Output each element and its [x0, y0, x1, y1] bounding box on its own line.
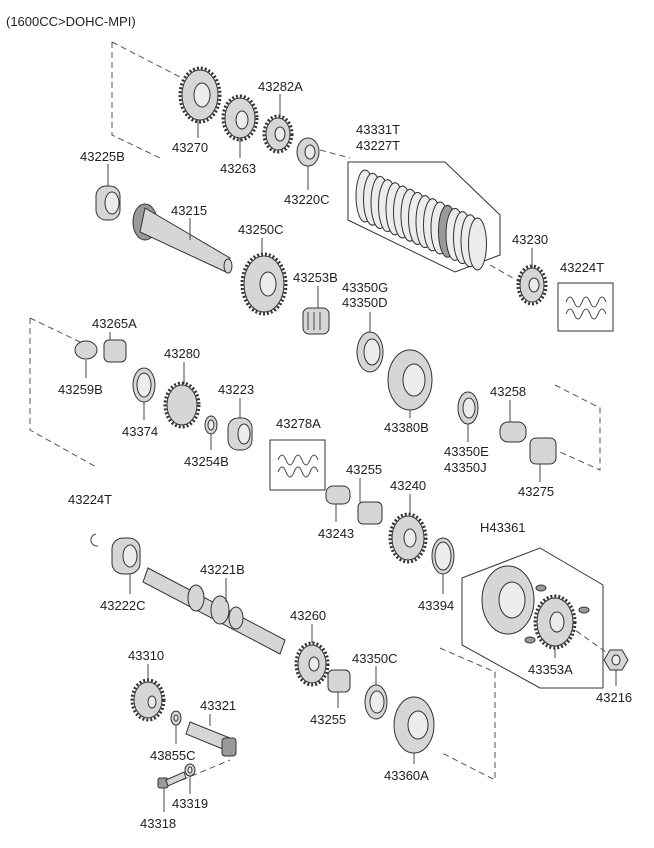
- gear-43250C-icon: [240, 252, 288, 316]
- label-43318: 43318: [140, 816, 176, 831]
- label-43353A: 43353A: [528, 662, 573, 677]
- gear-43240-icon: [388, 512, 428, 564]
- label-43270: 43270: [172, 140, 208, 155]
- label-43275: 43275: [518, 484, 554, 499]
- spring-43224T-icon: [565, 296, 607, 320]
- bearing-43225B-icon: [95, 185, 121, 221]
- label-43350C: 43350C: [352, 651, 398, 666]
- label-43221B: 43221B: [200, 562, 245, 577]
- label-43253B: 43253B: [293, 270, 338, 285]
- clutch-disc-stack-icon: [355, 169, 487, 271]
- spring-43278A-icon: [277, 454, 319, 478]
- synchro-ring-43350G-icon: [356, 331, 384, 373]
- gear-43282A-icon: [262, 114, 294, 154]
- gear-43260-icon: [294, 641, 330, 687]
- bearing-43223-icon: [227, 417, 253, 451]
- label-43331T: 43331T: [356, 122, 400, 137]
- needle-bearing-43275-icon: [529, 437, 557, 465]
- needle-bearing-43265A-icon: [103, 339, 127, 363]
- label-43310: 43310: [128, 648, 164, 663]
- label-43254B: 43254B: [184, 454, 229, 469]
- label-43350J: 43350J: [444, 460, 487, 475]
- label-43230: 43230: [512, 232, 548, 247]
- bearing-43220C-icon: [296, 137, 320, 167]
- bushing-43243-icon: [325, 485, 351, 505]
- snap-ring-43224T-icon: [90, 533, 99, 547]
- label-43258: 43258: [490, 384, 526, 399]
- label-43224T-left: 43224T: [68, 492, 112, 507]
- clutch-pack-frame: [347, 161, 501, 273]
- label-43216: 43216: [596, 690, 632, 705]
- label-43350D: 43350D: [342, 295, 388, 310]
- label-43360A: 43360A: [384, 768, 429, 783]
- bushing-43259B-icon: [74, 340, 98, 360]
- needle-bearing-43255-mid-icon: [357, 501, 383, 525]
- gear-43270-icon: [178, 66, 222, 124]
- needle-bearing-43253B-icon: [302, 307, 330, 335]
- washer-43254B-icon: [204, 415, 218, 435]
- label-43278A: 43278A: [276, 416, 321, 431]
- label-43223: 43223: [218, 382, 254, 397]
- label-43255-low: 43255: [310, 712, 346, 727]
- spring-frame-top: [557, 282, 614, 332]
- shaft-43221B-icon: [142, 567, 286, 655]
- gear-43263-icon: [221, 94, 259, 142]
- label-43224T-top: 43224T: [560, 260, 604, 275]
- label-43255-mid: 43255: [346, 462, 382, 477]
- label-43250C: 43250C: [238, 222, 284, 237]
- idler-shaft-43321-icon: [185, 721, 237, 757]
- label-43227T: 43227T: [356, 138, 400, 153]
- label-43280: 43280: [164, 346, 200, 361]
- bearing-43222C-icon: [111, 537, 141, 575]
- nut-43216-icon: [603, 649, 629, 671]
- label-43265A: 43265A: [92, 316, 137, 331]
- label-43855C: 43855C: [150, 748, 196, 763]
- label-43225B: 43225B: [80, 149, 125, 164]
- label-43350E: 43350E: [444, 444, 489, 459]
- label-43263: 43263: [220, 161, 256, 176]
- hub-43380B-icon: [387, 349, 433, 411]
- label-43222C: 43222C: [100, 598, 146, 613]
- label-43394: 43394: [418, 598, 454, 613]
- washer-43855C-icon: [170, 710, 182, 726]
- synchronizer-H43361-icon: [481, 565, 590, 650]
- spring-frame-mid: [269, 439, 326, 491]
- label-43350G: 43350G: [342, 280, 388, 295]
- synchro-ring-43350E-icon: [457, 391, 479, 425]
- label-43282A: 43282A: [258, 79, 303, 94]
- gear-43310-icon: [130, 678, 166, 722]
- hub-43360A-icon: [393, 696, 435, 754]
- leader-lines: [85, 94, 617, 812]
- label-43215: 43215: [171, 203, 207, 218]
- snap-ring-43394-icon: [431, 537, 455, 575]
- label-43259B: 43259B: [58, 382, 103, 397]
- washer-43319-icon: [184, 763, 196, 777]
- gear-43280-icon: [163, 381, 201, 429]
- synchro-ring-43350C-icon: [364, 684, 388, 720]
- shaft-43215-icon: [132, 203, 233, 274]
- label-43220C: 43220C: [284, 192, 330, 207]
- label-43260: 43260: [290, 608, 326, 623]
- clutch-disc: [468, 217, 487, 271]
- synchronizer-frame: [461, 547, 604, 689]
- synchro-ring-43374-icon: [132, 367, 156, 403]
- label-43243: 43243: [318, 526, 354, 541]
- gear-43230-icon: [516, 264, 548, 306]
- label-43374: 43374: [122, 424, 158, 439]
- label-43240: 43240: [390, 478, 426, 493]
- label-43319: 43319: [172, 796, 208, 811]
- diagram-title: (1600CC>DOHC-MPI): [6, 14, 136, 29]
- needle-bearing-43255-low-icon: [327, 669, 351, 693]
- label-H43361: H43361: [480, 520, 526, 535]
- part-labels: 43270 43263 43282A 43220C 43331T 43227T …: [58, 79, 632, 831]
- bolt-43318-icon: [157, 771, 187, 789]
- label-43380B: 43380B: [384, 420, 429, 435]
- bushing-43258-icon: [499, 421, 527, 443]
- label-43321: 43321: [200, 698, 236, 713]
